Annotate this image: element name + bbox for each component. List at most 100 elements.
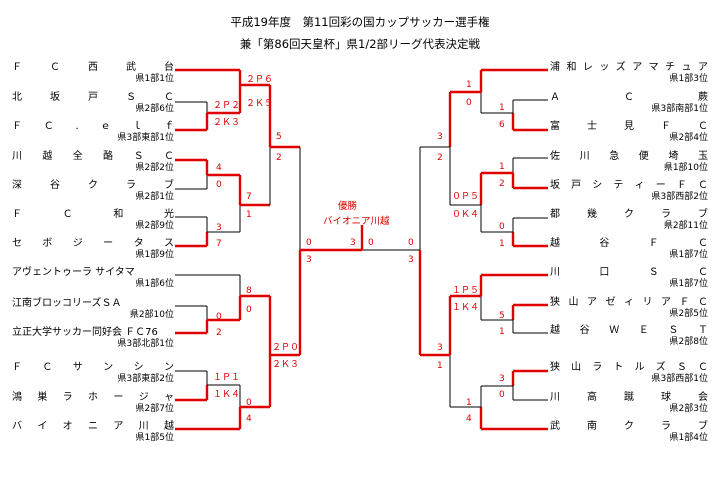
right-team-6: 都幾クラブ 県2部11位 bbox=[550, 209, 708, 232]
score-label: 2 bbox=[499, 179, 505, 189]
team-league: 県3部東部1位 bbox=[117, 133, 174, 143]
score-label: ０Ｐ５ bbox=[452, 192, 480, 202]
score-label: 1 bbox=[499, 327, 505, 337]
team-league: 県1部5位 bbox=[135, 433, 174, 443]
left-team-12: 鴻巣ラホージャ 県2部7位 bbox=[12, 392, 174, 415]
team-league: 県2部4位 bbox=[669, 133, 708, 143]
team-league: 県3部南部1位 bbox=[651, 104, 708, 114]
team-league: 県1部10位 bbox=[663, 163, 708, 173]
score-label: ０Ｋ４ bbox=[452, 210, 480, 220]
score-label: 3 bbox=[437, 343, 443, 353]
score-label: １Ｋ４ bbox=[452, 303, 480, 313]
score-label: 7 bbox=[246, 192, 252, 202]
score-label: 0 bbox=[466, 98, 472, 108]
score-label: １Ｐ５ bbox=[452, 286, 480, 296]
team-league: 県3部東部2位 bbox=[117, 374, 174, 384]
team-league: 県1部4位 bbox=[669, 433, 708, 443]
team-name: バイオニア川越 bbox=[12, 421, 174, 432]
score-label: 3 bbox=[350, 238, 356, 248]
score-label: 1 bbox=[246, 210, 252, 220]
score-label: 7 bbox=[216, 239, 222, 249]
score-label: 0 bbox=[216, 180, 222, 190]
right-team-12: 川高蹴球会 県2部3位 bbox=[550, 392, 708, 415]
team-name: 江南ブロッコリーズＳＡ bbox=[12, 298, 122, 309]
score-label: 3 bbox=[437, 132, 443, 142]
team-name: 立正大学サッカー同好会 ＦＣ76 bbox=[12, 327, 158, 338]
team-league: 県2部6位 bbox=[135, 104, 174, 114]
score-label: 3 bbox=[499, 374, 505, 384]
champion-team: バイオニア川越 bbox=[323, 216, 390, 227]
score-label: 1 bbox=[466, 398, 472, 408]
score-label: 1 bbox=[499, 239, 505, 249]
left-team-10: 立正大学サッカー同好会 ＦＣ76 県3部北部1位 bbox=[12, 327, 174, 350]
score-label: 0 bbox=[246, 398, 252, 408]
score-label: ２Ｋ５ bbox=[246, 99, 274, 109]
right-team-4: 佐川急便埼玉 県1部10位 bbox=[550, 151, 708, 174]
score-label: 0 bbox=[368, 238, 374, 248]
left-team-13: バイオニア川越 県1部5位 bbox=[12, 421, 174, 444]
score-label: 1 bbox=[466, 80, 472, 90]
team-name: 都幾クラブ bbox=[550, 209, 708, 220]
title-line-1: 平成19年度 第11回彩の国カップサッカー選手権 bbox=[230, 15, 490, 29]
score-label: 4 bbox=[466, 414, 472, 424]
score-label: １Ｐ１ bbox=[213, 373, 241, 383]
team-league: 県1部7位 bbox=[669, 279, 708, 289]
score-label: 1 bbox=[499, 103, 505, 113]
score-label: 5 bbox=[499, 311, 505, 321]
score-label: 3 bbox=[306, 255, 312, 265]
team-league: 県3部西部1位 bbox=[651, 374, 708, 384]
team-league: 県2部10位 bbox=[129, 310, 174, 320]
team-name: 浦和レッズアマチュア bbox=[550, 62, 708, 73]
score-label: １Ｋ４ bbox=[213, 390, 241, 400]
team-name: セボジータス bbox=[12, 238, 174, 249]
team-name: 武南クラブ bbox=[550, 421, 708, 432]
team-name: 川高蹴球会 bbox=[550, 392, 708, 403]
right-team-13: 武南クラブ 県1部4位 bbox=[550, 421, 708, 444]
team-name: 深谷クラブ bbox=[12, 180, 174, 191]
score-label: 5 bbox=[276, 132, 282, 142]
champion-label: 優勝 bbox=[338, 201, 358, 212]
score-label: 0 bbox=[246, 305, 252, 315]
left-team-8: アヴェントゥーラ サイタマ 県1部6位 bbox=[12, 267, 174, 290]
score-label: 1 bbox=[499, 162, 505, 172]
team-league: 県2部2位 bbox=[135, 163, 174, 173]
right-team-1: 浦和レッズアマチュア 県1部3位 bbox=[550, 62, 708, 85]
team-name: アヴェントゥーラ サイタマ bbox=[12, 267, 135, 278]
score-label: 0 bbox=[306, 238, 312, 248]
score-label: 4 bbox=[246, 414, 252, 424]
team-league: 県2部1位 bbox=[135, 192, 174, 202]
score-label: 0 bbox=[216, 312, 222, 322]
team-league: 県2部7位 bbox=[135, 404, 174, 414]
left-team-7: セボジータス 県1部9位 bbox=[12, 238, 174, 261]
team-league: 県2部3位 bbox=[669, 404, 708, 414]
title-line-2: 兼「第86回天皇杯」県1/2部リーグ代表決定戦 bbox=[239, 37, 481, 51]
team-league: 県2部8位 bbox=[669, 337, 708, 347]
team-league: 県2部9位 bbox=[135, 221, 174, 231]
score-label: 3 bbox=[216, 223, 222, 233]
score-label: ２Ｋ３ bbox=[213, 118, 241, 128]
score-label: 2 bbox=[276, 153, 282, 163]
team-league: 県1部9位 bbox=[135, 250, 174, 260]
score-label: 1 bbox=[437, 361, 443, 371]
